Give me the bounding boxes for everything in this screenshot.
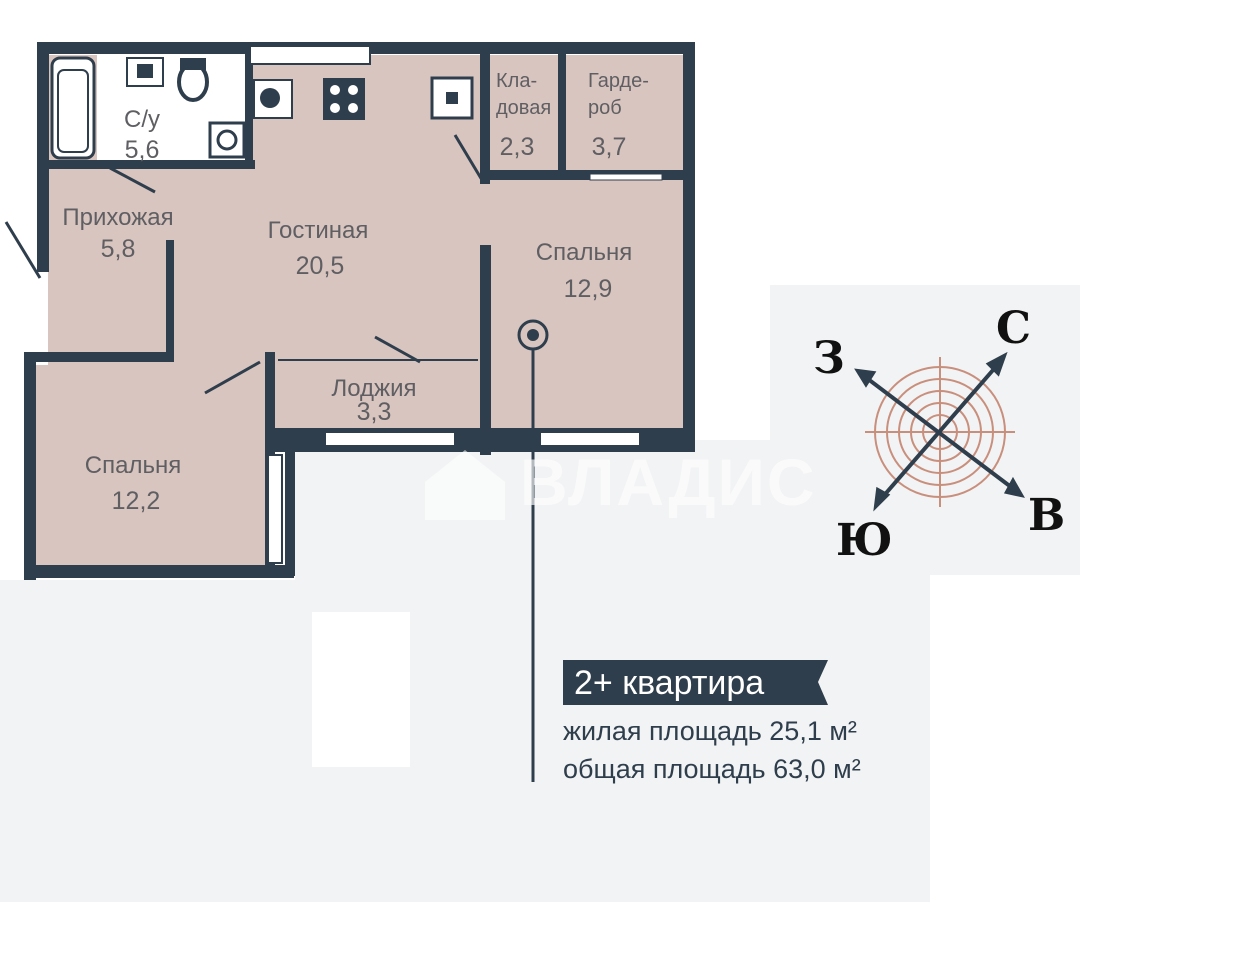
- toilet-icon: [177, 58, 209, 102]
- bathroom-label: С/у: [124, 106, 160, 133]
- door-swings: [4, 134, 484, 395]
- kitchen-sink-icon: [253, 79, 293, 119]
- wardrobe-label-line1: Гарде-: [588, 70, 649, 92]
- storage-area: 2,3: [500, 133, 535, 161]
- bathtub-icon: [50, 56, 96, 160]
- arrow-east-icon: [1003, 476, 1025, 498]
- riser-pipe-icon: [517, 319, 549, 782]
- arrow-west-icon: [854, 368, 877, 388]
- washing-machine-icon: [208, 121, 246, 159]
- living-room-area: 20,5: [296, 252, 345, 280]
- wardrobe-label-line2: роб: [588, 97, 622, 119]
- compass-south-label: Ю: [836, 515, 893, 566]
- storage-label-line1: Кла-: [496, 70, 537, 92]
- background-panel-left: [0, 580, 315, 902]
- living-room-label: Гостиная: [268, 217, 369, 244]
- left-bedroom-area: 12,2: [112, 487, 161, 515]
- hallway-area: 5,8: [101, 235, 136, 263]
- watermark-text: ВЛАДИС: [520, 445, 817, 519]
- loggia-area: 3,3: [357, 398, 392, 426]
- apartment-type-title: 2+ квартира: [574, 664, 764, 702]
- compass-north-label: С: [996, 303, 1031, 354]
- stove-icon: [323, 78, 365, 120]
- compass-arrows: [854, 351, 1025, 512]
- hallway-label: Прихожая: [62, 204, 173, 231]
- room-labels: С/у 5,6 Прихожая 5,8 Гостиная 20,5 Кла- …: [62, 70, 649, 515]
- house-logo-icon: [425, 450, 505, 520]
- compass-rings-icon: [865, 357, 1015, 507]
- wardrobe-area: 3,7: [592, 133, 627, 161]
- watermark: ВЛАДИС: [425, 445, 817, 520]
- title-badge: [563, 660, 828, 705]
- total-area-text: общая площадь 63,0 м²: [563, 754, 861, 784]
- left-bedroom-label: Спальня: [85, 452, 181, 479]
- compass-rose: С З В Ю: [813, 303, 1065, 566]
- floor-fills: [30, 55, 683, 572]
- bathroom-area: 5,6: [125, 136, 160, 164]
- arrow-south-icon: [873, 486, 891, 512]
- right-bedroom-label: Спальня: [536, 239, 632, 266]
- storage-label-line2: довая: [496, 97, 551, 119]
- arrow-north-icon: [985, 351, 1008, 377]
- compass-west-label: З: [813, 333, 845, 384]
- loggia-label: Лоджия: [331, 375, 416, 402]
- right-bedroom-area: 12,9: [564, 275, 613, 303]
- sink-icon: [126, 57, 164, 87]
- compass-east-label: В: [1028, 490, 1065, 541]
- windows: [249, 45, 663, 564]
- background-gap: [312, 612, 410, 767]
- boiler-icon: [430, 76, 474, 120]
- apartment-info: 2+ квартира жилая площадь 25,1 м² общая …: [563, 660, 861, 784]
- compass-panel: [770, 285, 1080, 575]
- living-area-text: жилая площадь 25,1 м²: [563, 716, 857, 746]
